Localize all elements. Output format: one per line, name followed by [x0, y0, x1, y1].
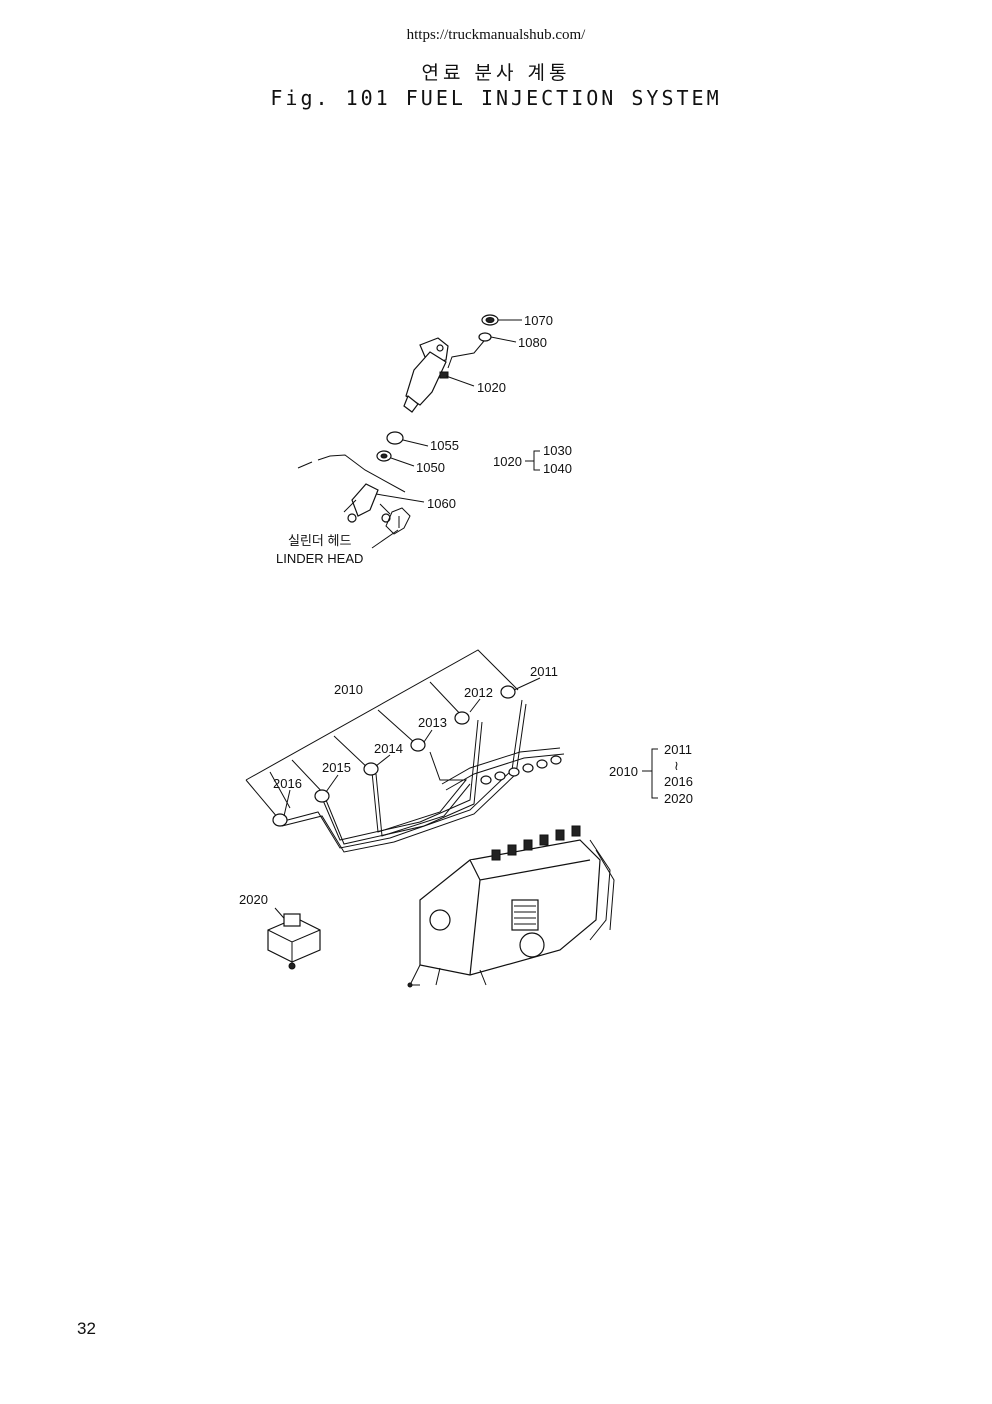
callout-1055: 1055	[430, 438, 459, 453]
callout-2016: 2016	[273, 776, 302, 791]
page-number: 32	[77, 1319, 96, 1338]
mount-bracket-drawing	[267, 913, 321, 970]
title-korean: 연료 분사 계통	[421, 62, 571, 84]
group-parent-1020: 1020	[493, 454, 522, 469]
figure-title: Fig. 101 FUEL INJECTION SYSTEM	[270, 86, 722, 110]
group-child-2011: 2011	[664, 742, 692, 757]
cylinder-head-label-korean: 실린더 헤드	[288, 533, 351, 548]
callout-1070: 1070	[524, 313, 553, 328]
source-url: https://truckmanualshub.com/	[406, 27, 586, 43]
callout-1060: 1060	[427, 496, 456, 511]
group-child-1040: 1040	[543, 461, 572, 476]
callout-1080: 1080	[518, 335, 547, 350]
cylinder-head-label: LINDER HEAD	[276, 551, 363, 566]
group-parent-2010: 2010	[609, 764, 638, 779]
injector-assembly-drawing	[297, 314, 540, 549]
callout-2011: 2011	[530, 664, 558, 679]
callout-1050: 1050	[416, 460, 445, 475]
group-child-range: ≀	[674, 758, 679, 773]
callout-2014: 2014	[374, 741, 403, 756]
callout-2020: 2020	[239, 892, 268, 907]
group-child-2016: 2016	[664, 774, 693, 789]
callout-2010: 2010	[334, 682, 363, 697]
callout-2012: 2012	[464, 685, 493, 700]
callout-2013: 2013	[418, 715, 447, 730]
injection-pump-drawing	[407, 825, 615, 988]
callout-2015: 2015	[322, 760, 351, 775]
injection-pipes-drawing	[245, 649, 658, 926]
callout-1020: 1020	[477, 380, 506, 395]
group-child-1030: 1030	[543, 443, 572, 458]
group-child-2020: 2020	[664, 791, 693, 806]
